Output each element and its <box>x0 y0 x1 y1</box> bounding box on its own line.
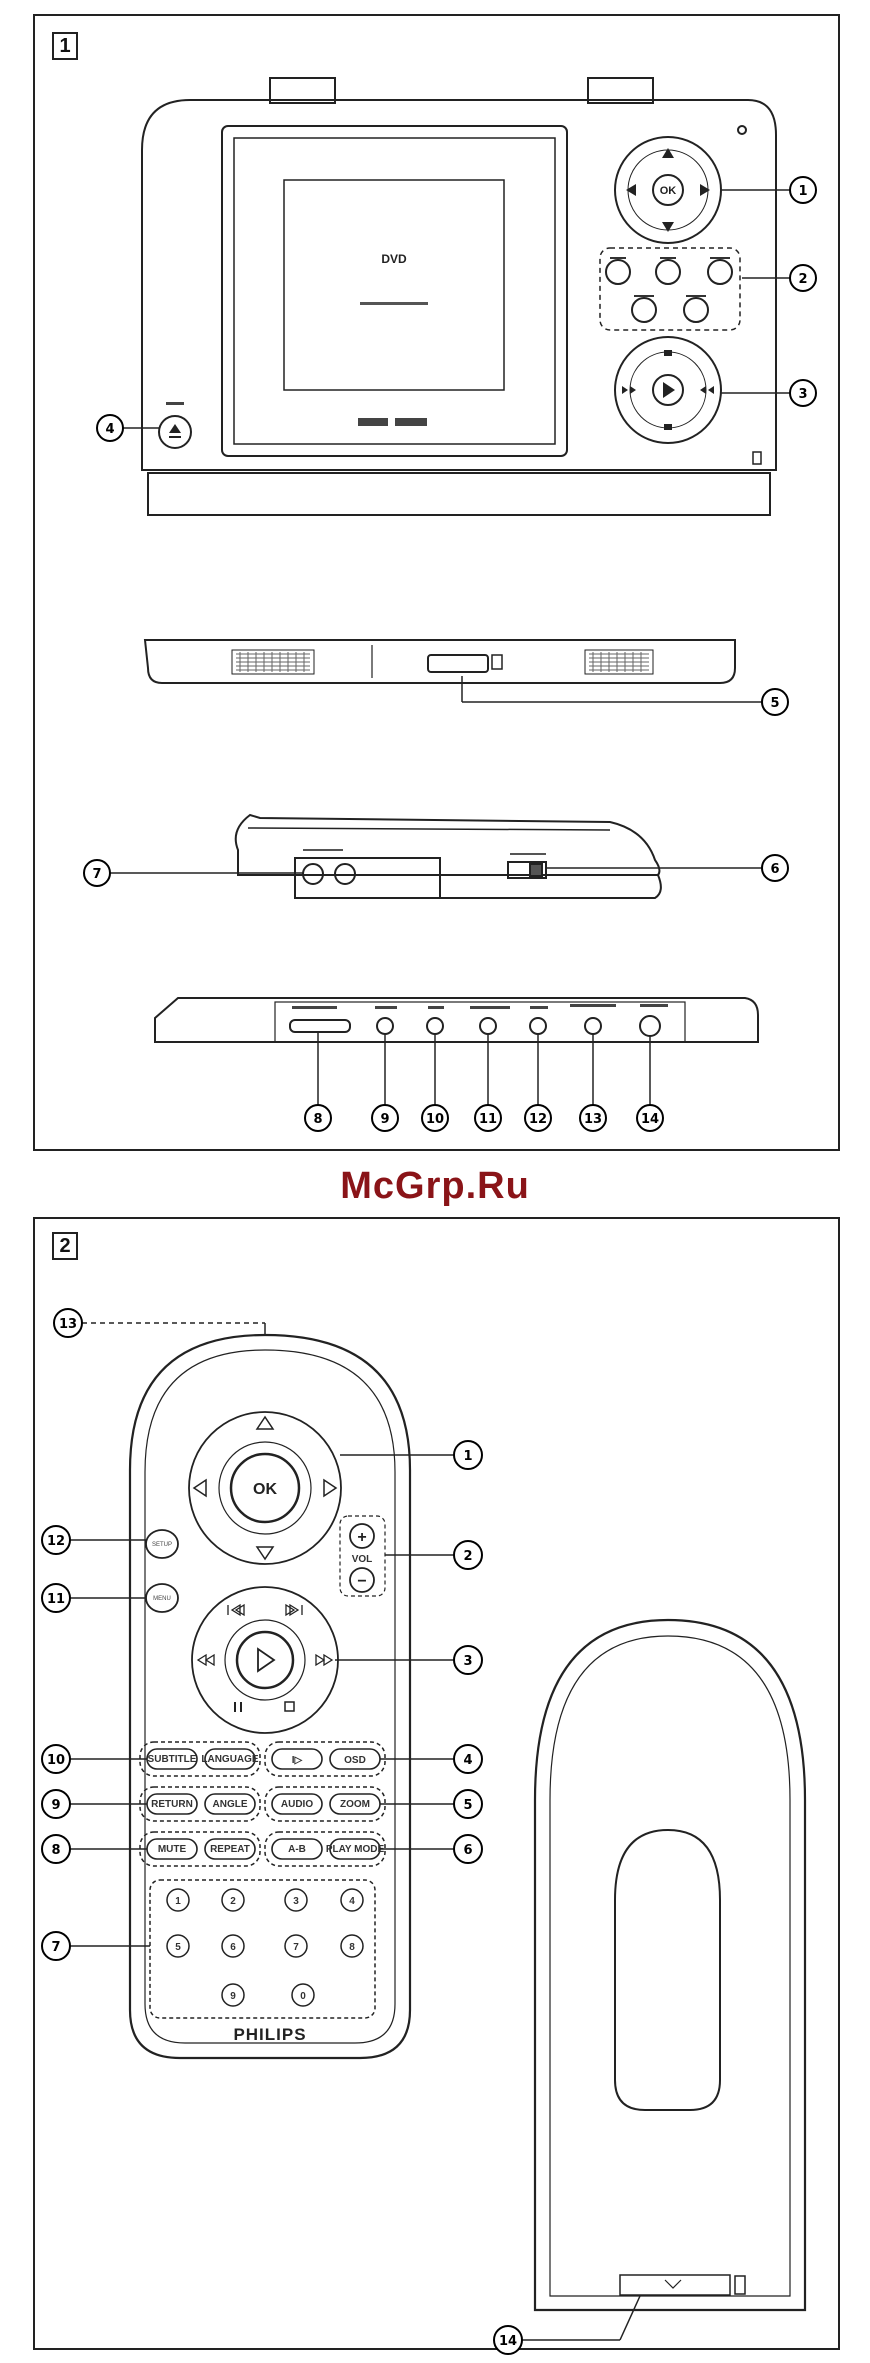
remote-ok-label: OK <box>253 1481 277 1498</box>
digit-0-label: 0 <box>300 1991 306 2002</box>
remote-play-button[interactable] <box>237 1632 293 1688</box>
remote-callout-12: 12 <box>47 1534 65 1549</box>
remote-right-icon[interactable] <box>324 1480 336 1496</box>
angle-label: ANGLE <box>213 1799 248 1810</box>
digit-6-label: 6 <box>230 1942 236 1953</box>
remote-callout-6: 6 <box>463 1843 472 1858</box>
vol-minus-label: − <box>357 1573 366 1590</box>
digit-4-label: 4 <box>349 1896 355 1907</box>
digit-3-label: 3 <box>293 1896 299 1907</box>
remote-callout-13: 13 <box>59 1317 77 1332</box>
digit-1-label: 1 <box>175 1896 181 1907</box>
remote-forward-icon[interactable] <box>316 1655 332 1665</box>
vol-label: VOL <box>352 1554 373 1565</box>
ab-label: A-B <box>288 1844 306 1855</box>
audio-label: AUDIO <box>281 1799 313 1810</box>
remote-callout-2: 2 <box>463 1549 472 1564</box>
setup-label: SETUP <box>152 1542 172 1548</box>
vol-plus-label: + <box>357 1529 366 1546</box>
remote-up-icon[interactable] <box>257 1417 273 1429</box>
remote-callout-8: 8 <box>51 1843 60 1858</box>
remote-left-icon[interactable] <box>194 1480 206 1496</box>
remote-callout-10: 10 <box>47 1753 65 1768</box>
zoom-label: ZOOM <box>340 1799 370 1810</box>
remote-brand: PHILIPS <box>233 2025 306 2044</box>
remote-rewind-icon[interactable] <box>198 1655 214 1665</box>
remote-prev-icon[interactable] <box>228 1605 244 1615</box>
remote-callout-7: 7 <box>51 1940 60 1955</box>
battery-window <box>615 1830 720 2110</box>
leader-r14b <box>620 2296 640 2340</box>
remote-play-icon <box>258 1649 274 1671</box>
battery-cover-inner <box>550 1636 790 2296</box>
menu-label: MENU <box>153 1596 171 1602</box>
remote-next-icon[interactable] <box>286 1605 302 1615</box>
repeat-label: REPEAT <box>210 1844 250 1855</box>
digit-2-label: 2 <box>230 1896 236 1907</box>
remote-callout-14: 14 <box>499 2334 517 2349</box>
remote-callout-3: 3 <box>463 1654 472 1669</box>
latch-arrow-icon <box>665 2280 681 2288</box>
remote-callout-1: 1 <box>463 1449 472 1464</box>
remote-callout-9: 9 <box>51 1798 60 1813</box>
battery-cover <box>535 1620 805 2310</box>
osd-label: OSD <box>344 1755 366 1766</box>
remote-stop-icon[interactable] <box>285 1702 294 1711</box>
subtitle-label: SUBTITLE <box>148 1754 197 1765</box>
slow-label: I▷ <box>292 1755 304 1766</box>
remote-callout-5: 5 <box>463 1798 472 1813</box>
playmode-label: PLAY MODE <box>326 1844 385 1855</box>
return-label: RETURN <box>151 1799 193 1810</box>
language-label: LANGUAGE <box>201 1754 259 1765</box>
digit-9-label: 9 <box>230 1991 236 2002</box>
remote-pause-icon[interactable] <box>235 1702 241 1712</box>
mute-label: MUTE <box>158 1844 187 1855</box>
remote-callout-11: 11 <box>47 1592 65 1607</box>
battery-latch[interactable] <box>620 2275 730 2295</box>
digit-8-label: 8 <box>349 1942 355 1953</box>
latch-tab <box>735 2276 745 2294</box>
remote-callout-4: 4 <box>463 1753 472 1768</box>
digit-7-label: 7 <box>293 1942 299 1953</box>
remote-down-icon[interactable] <box>257 1547 273 1559</box>
digit-5-label: 5 <box>175 1942 181 1953</box>
